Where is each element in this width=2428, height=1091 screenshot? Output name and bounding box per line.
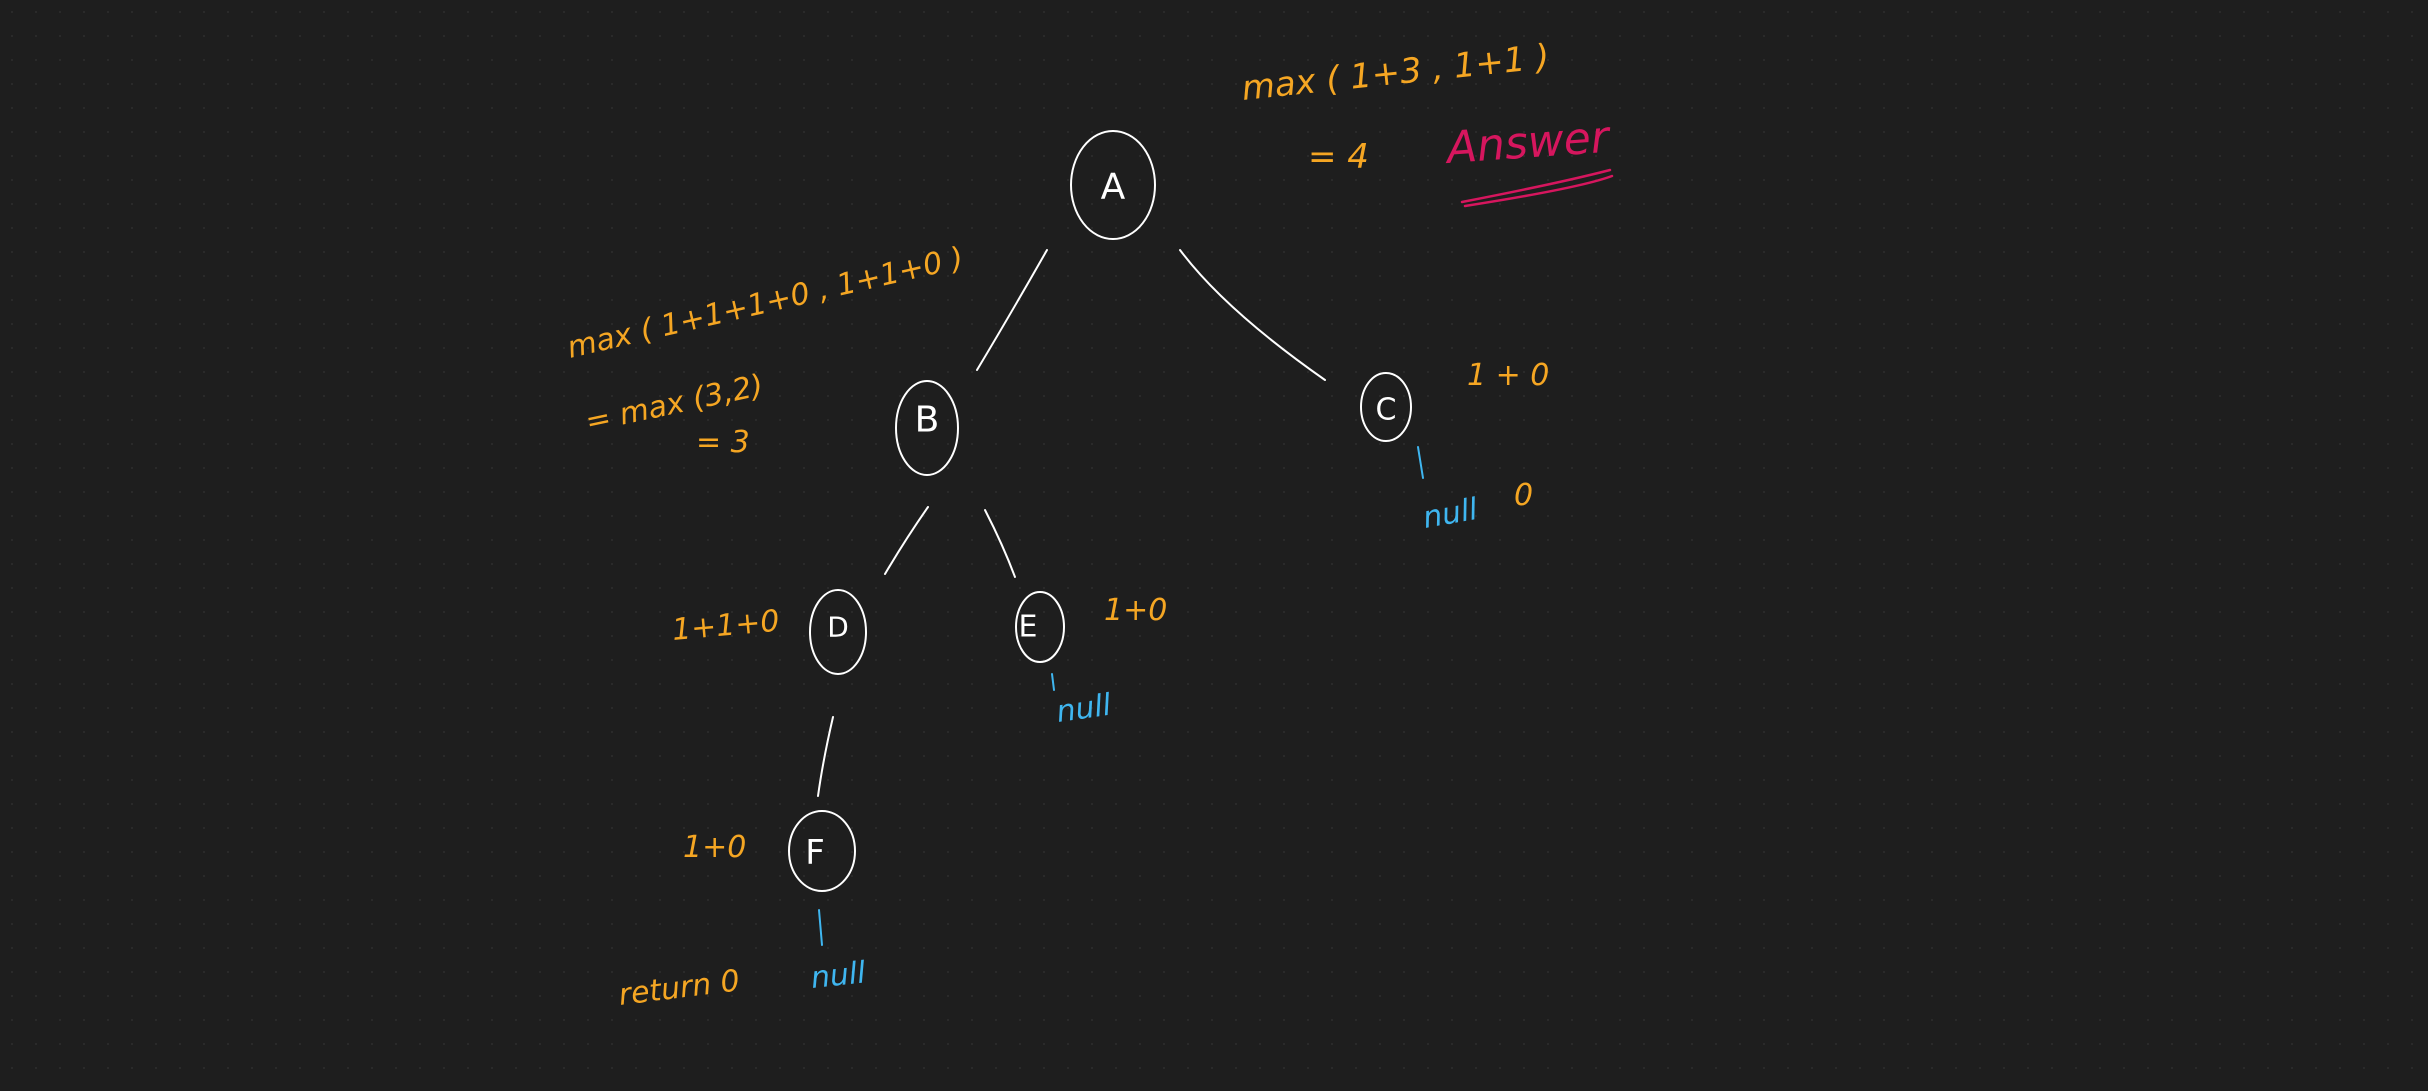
node-e-label: E	[1019, 610, 1038, 645]
e-expression: 1+0	[1104, 593, 1167, 628]
answer-label: Answer	[1442, 112, 1613, 175]
d-expression: 1+1+0	[671, 604, 781, 648]
node-b-circle	[895, 380, 959, 476]
edge-c-null	[1417, 446, 1424, 479]
f-expression: 1+0	[683, 830, 746, 865]
edge-d-f	[817, 716, 834, 797]
edge-f-null	[818, 909, 823, 946]
e-null: null	[1054, 688, 1114, 730]
node-d-circle	[809, 589, 867, 675]
node-a-label: A	[1101, 167, 1126, 208]
c-null: null	[1420, 492, 1481, 536]
edge-a-c	[1179, 249, 1326, 381]
edge-b-d	[884, 506, 929, 575]
root-result: = 4	[1308, 137, 1369, 177]
edge-a-b	[976, 249, 1048, 371]
b-expression: max ( 1+1+1+0 , 1+1+0 )	[564, 241, 967, 366]
node-e-circle	[1015, 591, 1065, 663]
node-c-label: C	[1376, 393, 1397, 428]
edge-e-null	[1051, 673, 1055, 691]
c-null-value: 0	[1514, 478, 1533, 513]
f-return: return 0	[617, 963, 742, 1013]
c-expression: 1 + 0	[1467, 358, 1549, 393]
b-result: = 3	[696, 425, 750, 460]
node-f-label: F	[805, 833, 825, 873]
node-b-label: B	[915, 400, 940, 441]
edge-b-e	[984, 509, 1016, 578]
node-f-circle	[788, 810, 856, 892]
node-d-label: D	[827, 611, 849, 644]
f-null: null	[809, 955, 868, 996]
answer-underline	[1460, 168, 1614, 208]
node-a-circle	[1070, 130, 1156, 240]
node-c-circle	[1360, 372, 1412, 442]
root-expression: max ( 1+3 , 1+1 )	[1240, 37, 1551, 109]
